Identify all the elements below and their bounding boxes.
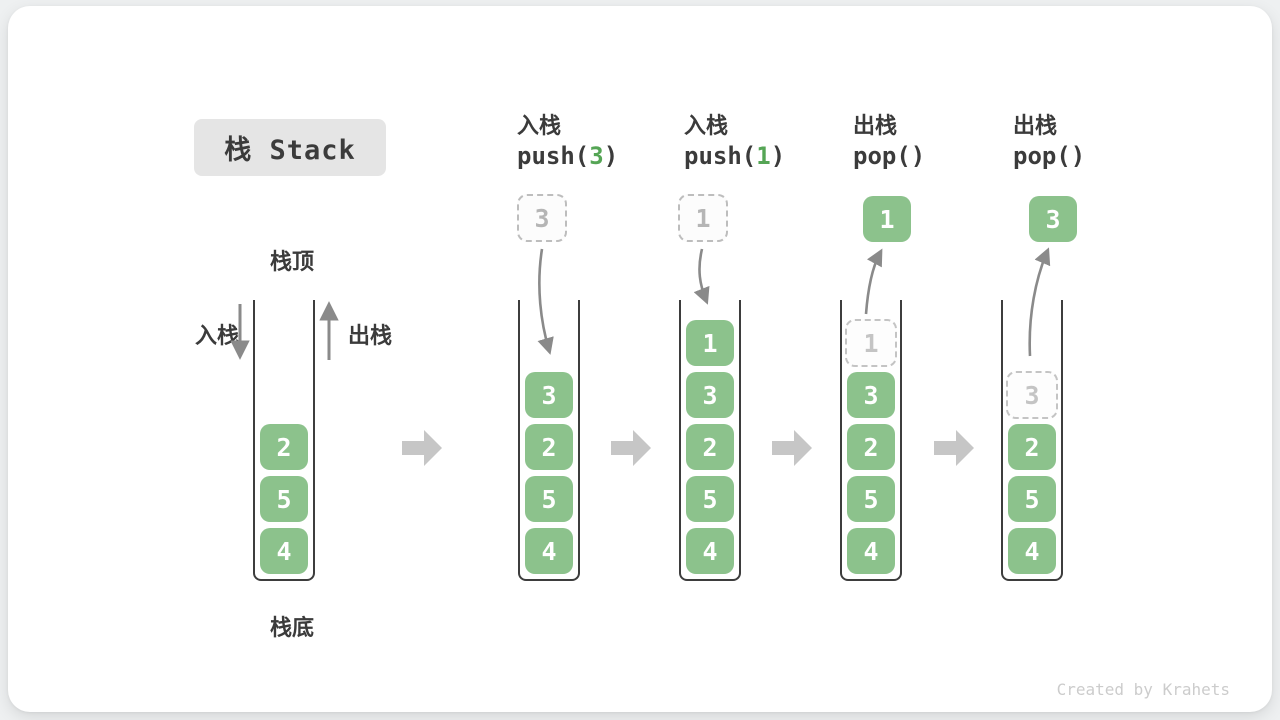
step-header-push-3: 入栈 push(3) [517,108,687,174]
stack-cell: 4 [686,528,734,574]
stack-cell: 2 [525,424,573,470]
incoming-value-box: 1 [678,194,728,242]
stack-cell: 1 [686,320,734,366]
stack-container-pop-2: 3 2 5 4 [1001,300,1063,581]
step-action-label: 入栈 [517,114,562,139]
step-code-label: pop() [853,142,926,170]
stack-cell-ghost: 3 [1006,371,1058,419]
step-header-pop-2: 出栈 pop() [1013,108,1183,174]
stack-bottom-label: 栈底 [269,616,314,641]
stack-container-push-3: 3 2 5 4 [518,300,580,581]
stack-cell: 4 [260,528,308,574]
stack-container-initial: 2 5 4 [253,300,315,581]
stack-cell: 4 [1008,528,1056,574]
step-code-label: pop() [1013,142,1086,170]
stack-cell: 4 [525,528,573,574]
stack-cell: 5 [260,476,308,522]
stack-top-label: 栈顶 [269,250,314,275]
stack-cell: 5 [847,476,895,522]
stack-cell: 2 [260,424,308,470]
incoming-value-box: 3 [517,194,567,242]
push-arg-value: 1 [756,142,771,170]
stack-cell: 5 [525,476,573,522]
title-text: 栈 Stack [224,135,356,166]
pop-direction-label: 出栈 [348,324,393,349]
step-header-pop-1: 出栈 pop() [853,108,1023,174]
stack-cell: 2 [847,424,895,470]
stack-container-push-1: 1 3 2 5 4 [679,300,741,581]
push-arg-value: 3 [589,142,604,170]
stack-cell: 5 [686,476,734,522]
stack-cell: 2 [686,424,734,470]
step-action-label: 出栈 [1013,114,1058,139]
title-badge: 栈 Stack [194,119,386,176]
diagram-card: 栈 Stack 入栈 push(3) 入栈 push(1) 出栈 pop() 出… [8,6,1272,712]
watermark: Created by Krahets [1056,680,1230,699]
stack-cell: 3 [686,372,734,418]
stack-cell: 2 [1008,424,1056,470]
stack-cell: 3 [525,372,573,418]
step-code-label: push(1) [684,142,786,170]
popped-value-box: 1 [863,196,911,242]
step-code-label: push(3) [517,142,619,170]
step-header-push-1: 入栈 push(1) [684,108,854,174]
step-action-label: 出栈 [853,114,898,139]
step-action-label: 入栈 [684,114,729,139]
stack-cell-ghost: 1 [845,319,897,367]
stack-cell: 3 [847,372,895,418]
stack-container-pop-1: 1 3 2 5 4 [840,300,902,581]
stack-cell: 5 [1008,476,1056,522]
stack-cell: 4 [847,528,895,574]
push-direction-label: 入栈 [195,324,240,349]
popped-value-box: 3 [1029,196,1077,242]
